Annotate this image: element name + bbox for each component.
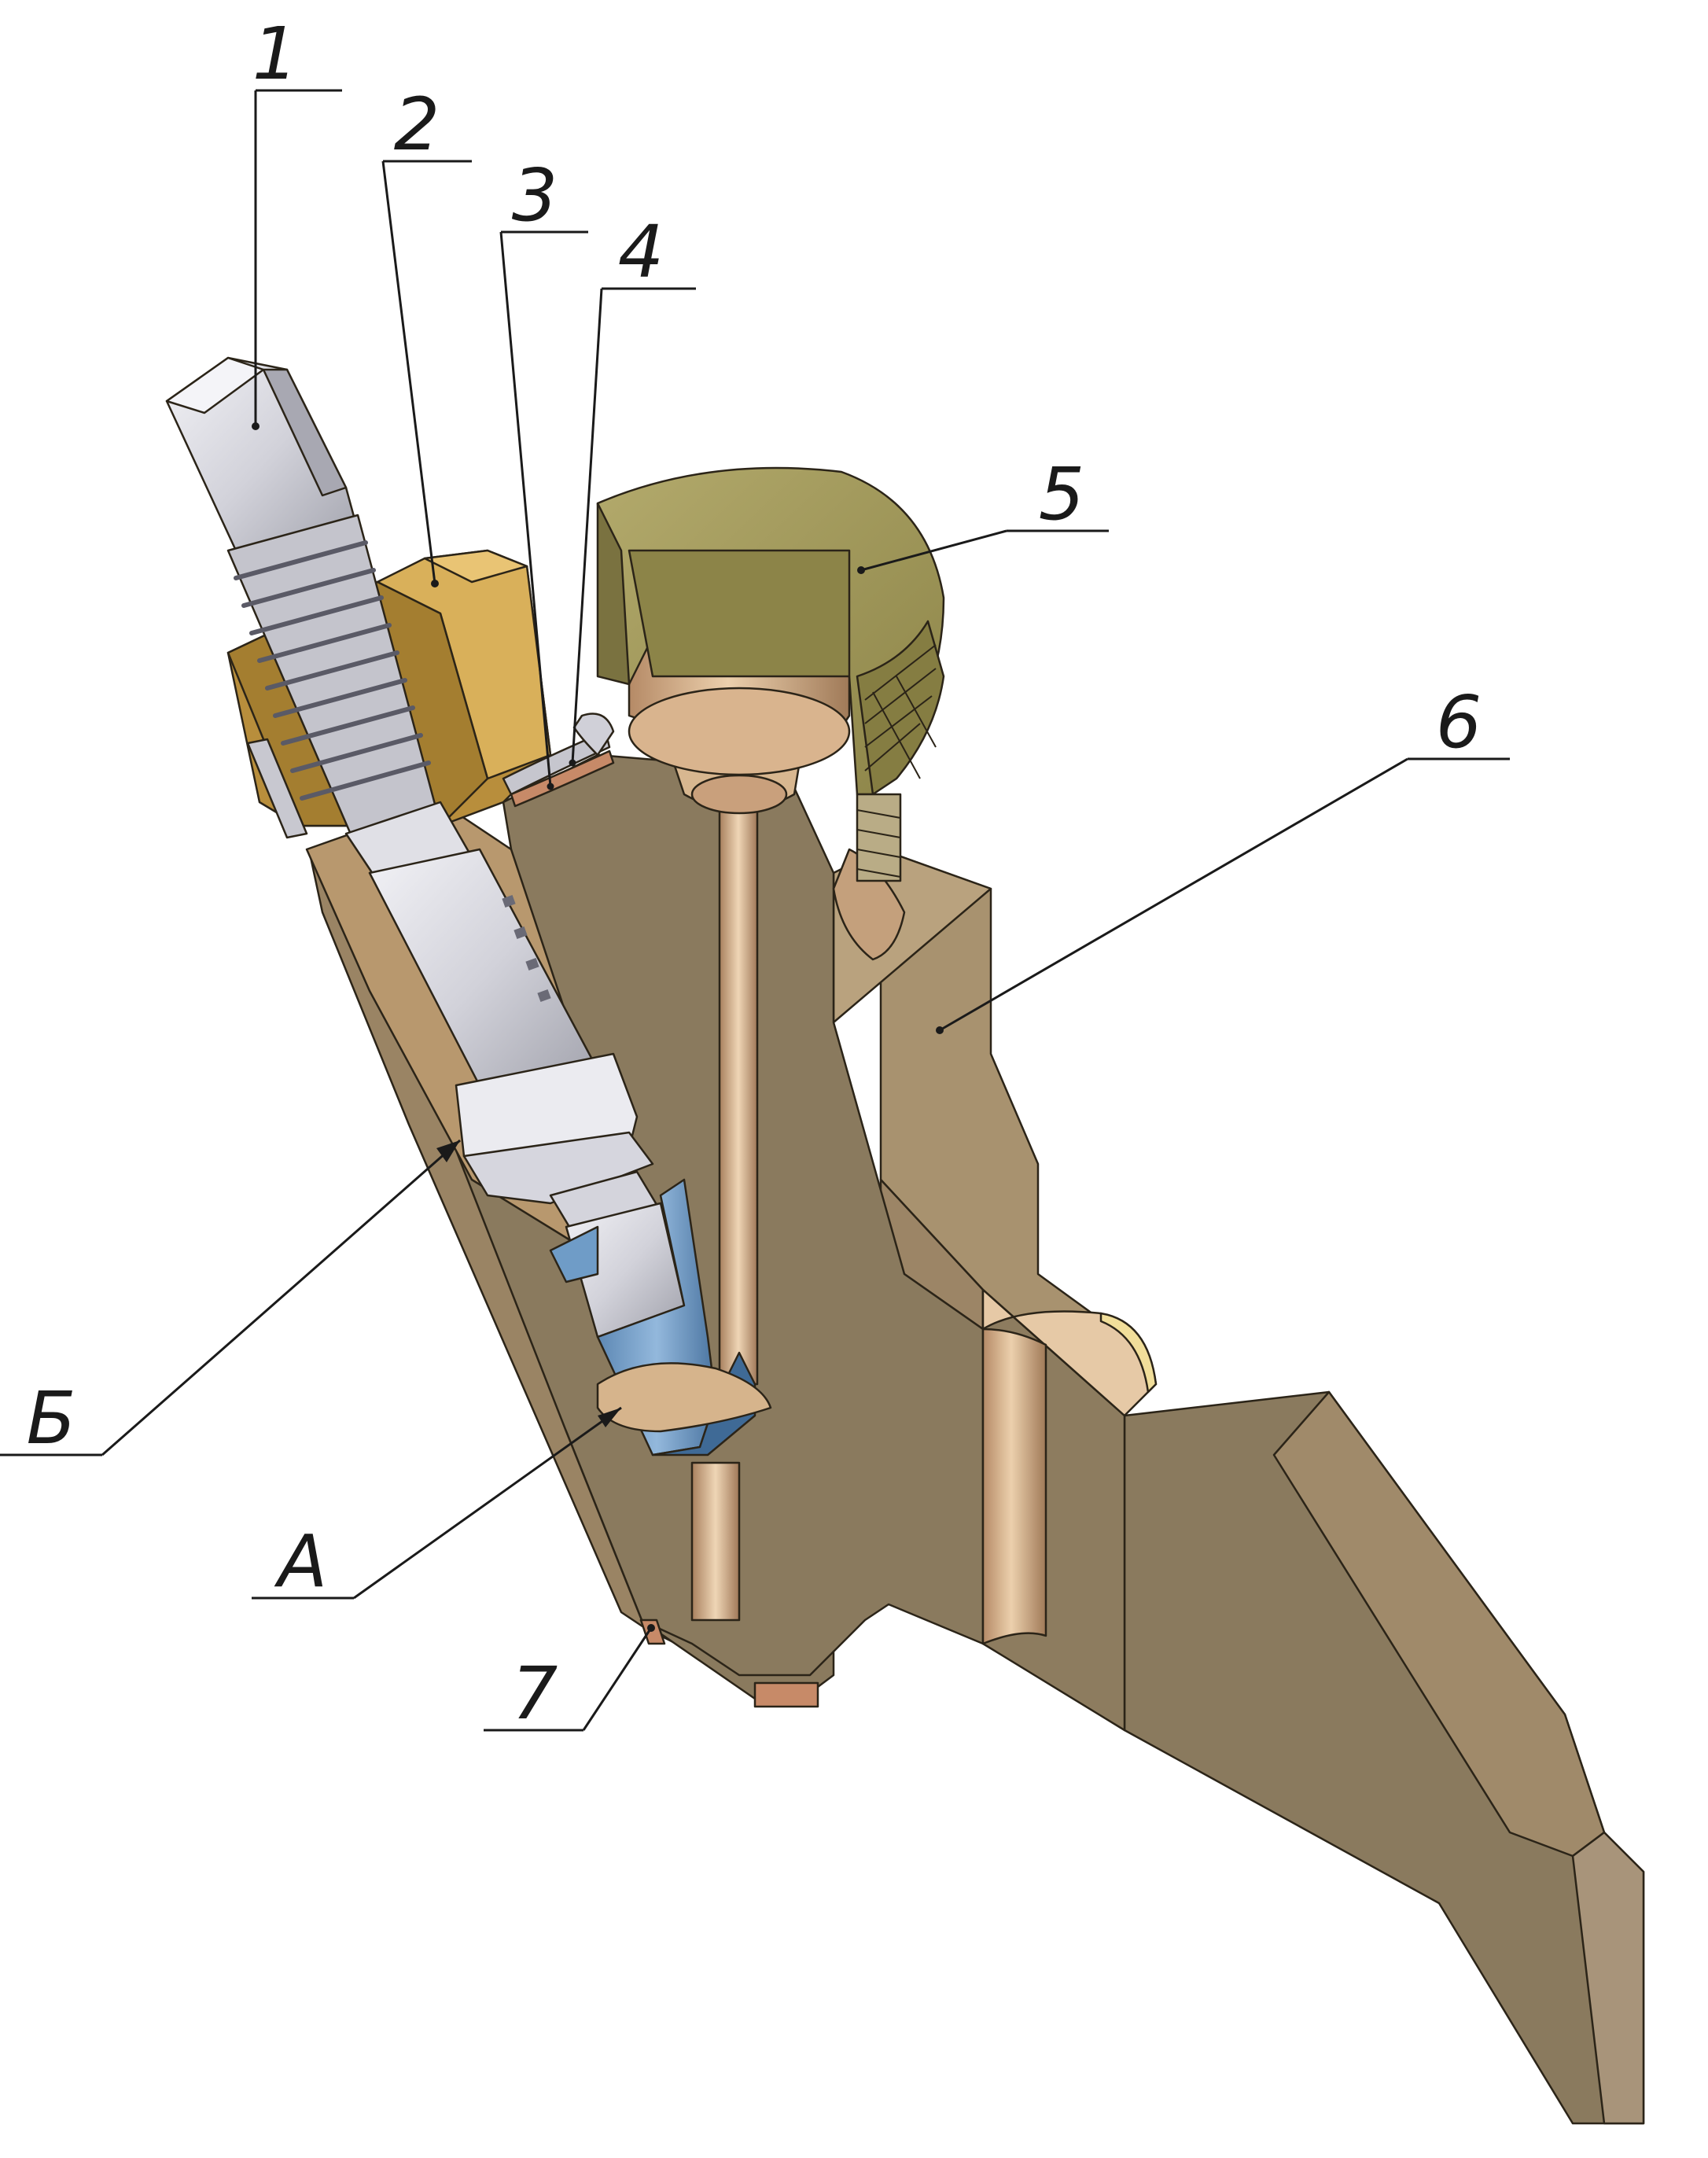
callouts: 1 2 3 4 5 6 7 А Б bbox=[0, 12, 1510, 1736]
callout-6-label: 6 bbox=[1436, 680, 1482, 764]
cap-part-5 bbox=[596, 466, 945, 796]
seat-flange bbox=[596, 1362, 772, 1433]
callout-7-label: 7 bbox=[512, 1652, 558, 1736]
washers-part-3-4 bbox=[502, 713, 615, 808]
lower-bore bbox=[981, 1288, 1158, 1645]
callout-2-label: 2 bbox=[394, 83, 440, 167]
callout-A-label: А bbox=[274, 1519, 328, 1604]
callout-1-label: 1 bbox=[252, 12, 299, 96]
callout-3-label: 3 bbox=[512, 153, 558, 238]
callout-5-label: 5 bbox=[1039, 452, 1085, 536]
callout-4-label: 4 bbox=[618, 210, 664, 294]
cap-thread bbox=[856, 793, 902, 882]
callout-B-label: Б bbox=[26, 1376, 75, 1460]
